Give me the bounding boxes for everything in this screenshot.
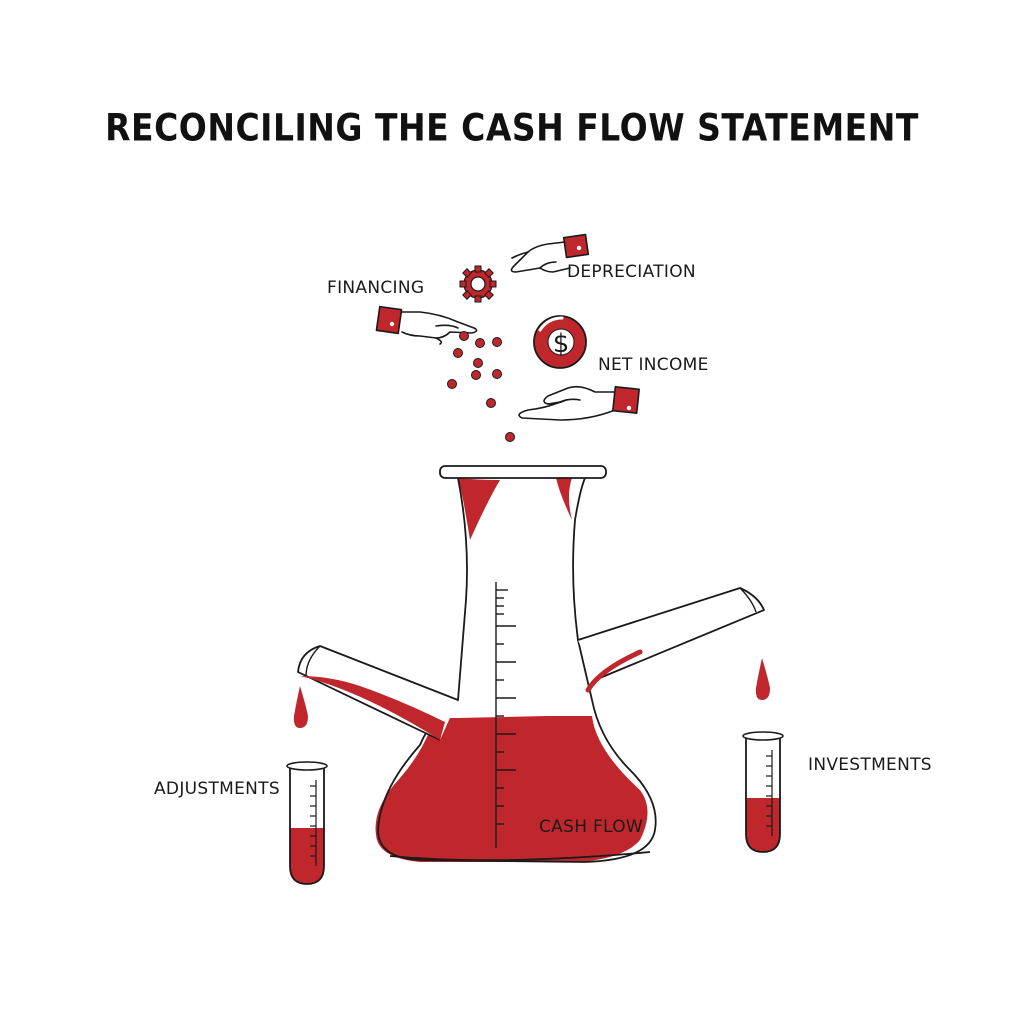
adjustments-test-tube — [286, 761, 328, 885]
depreciation-hand-icon — [510, 233, 590, 273]
financing-hand-icon — [375, 305, 478, 345]
net-income-hand-icon — [518, 385, 640, 421]
adjustments-label: ADJUSTMENTS — [154, 779, 280, 799]
net-income-label: NET INCOME — [598, 355, 709, 375]
investments-test-tube — [742, 731, 784, 853]
left-drop — [293, 686, 308, 728]
dollar-coin-icon — [533, 315, 587, 369]
investments-label: INVESTMENTS — [808, 755, 932, 775]
falling-drops — [447, 331, 515, 442]
right-drop — [755, 658, 770, 700]
diagram-title: RECONCILING THE CASH FLOW STATEMENT — [105, 105, 919, 150]
financing-label: FINANCING — [327, 278, 425, 298]
depreciation-label: DEPRECIATION — [567, 262, 696, 282]
cash-flow-flask — [297, 465, 765, 863]
coin-symbol: $ — [553, 329, 570, 359]
cash-flow-label: CASH FLOW — [539, 817, 644, 837]
gear-icon — [459, 265, 497, 303]
